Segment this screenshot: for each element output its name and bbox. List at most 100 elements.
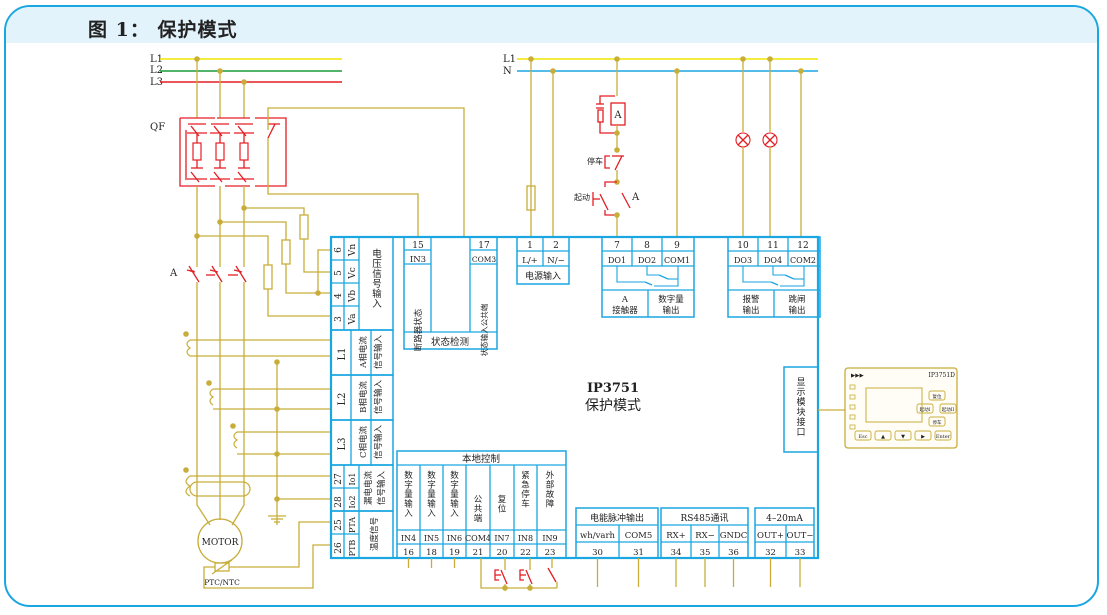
char: 字: [427, 480, 436, 491]
terminal-35: 35: [700, 548, 711, 558]
terminal-33: 33: [795, 548, 806, 558]
current-label2-L3: 信号输入: [373, 425, 384, 460]
terminal-8: 8: [644, 241, 650, 251]
terminal-DO4: DO4: [764, 256, 782, 265]
qf-switch-bottom: [190, 171, 200, 183]
fuse-c: [299, 214, 309, 240]
title-bar: 图 1： 保护模式: [6, 7, 1097, 43]
digital-output-block-2-contact-1: [742, 266, 771, 283]
panel-key-label: Esc: [858, 434, 867, 440]
terminal-COM5: COM5: [625, 531, 653, 541]
terminal-16: 16: [403, 548, 414, 558]
panel-key-label: ▲: [881, 434, 885, 440]
panel-key-label: Enter: [936, 434, 951, 440]
rc-resistor: [597, 109, 604, 123]
wire-vb: [285, 264, 331, 294]
terminal-19: 19: [449, 548, 460, 558]
terminal-34: 34: [671, 548, 682, 558]
char: 数: [427, 470, 436, 481]
qf-switch-top: [213, 125, 223, 137]
breaker-status-label: 断路器状态: [413, 308, 424, 351]
panel-screen: [865, 387, 923, 423]
wire: [770, 281, 779, 286]
analog-output-block-title: 4–20mA: [766, 514, 803, 524]
terminal-17: 17: [478, 241, 490, 251]
bus-label-L2: L2: [150, 65, 163, 76]
terminal-DO2: DO2: [638, 256, 656, 265]
motor-label: MOTOR: [202, 538, 239, 548]
char: 共: [474, 505, 483, 515]
status-block: [403, 236, 498, 350]
char: 复: [498, 494, 507, 505]
char: 量: [427, 490, 436, 500]
qf-aux-contact: [267, 123, 276, 139]
qf-switch-bottom: [237, 171, 247, 183]
char: 停: [521, 489, 530, 500]
wire-qf-aux-to-com3: [267, 186, 419, 237]
char: 车: [521, 499, 530, 510]
terminal-RX−: RX−: [695, 531, 715, 541]
digital-output-block-1-contact-line: [654, 266, 679, 287]
char: 数: [450, 470, 459, 481]
terminal-4: 4: [334, 293, 344, 299]
wire: [737, 134, 749, 146]
motor-lead-3: [231, 473, 245, 526]
digital-output-block-2-desc1a: 报警: [742, 294, 760, 305]
digital-output-block-1-contact-2: [646, 266, 659, 276]
fuse-b: [281, 239, 291, 265]
terminal-COM3: COM3: [472, 255, 497, 264]
char: 显: [796, 377, 805, 388]
current-label-L3: C相电流: [358, 426, 369, 459]
terminal-GNDC: GNDC: [720, 531, 748, 541]
ct-leakage-polarity: [183, 467, 189, 473]
current-label2-L2: 信号输入: [373, 380, 384, 415]
external-fault-contact: [547, 567, 557, 583]
digital-output-block-1-desc1a: A: [621, 295, 629, 305]
ct-L3-polarity: [230, 423, 236, 429]
wire: [525, 569, 533, 585]
panel-button: [928, 390, 946, 401]
char: 输: [427, 499, 436, 510]
char: 急: [521, 480, 530, 491]
aux-contact-A: [621, 192, 631, 209]
wire-tap-a: [197, 235, 269, 265]
terminal-Va: Va: [348, 313, 358, 326]
local-desc-IN7: 复位: [498, 494, 507, 515]
status-detect-title: 状态检测: [431, 336, 469, 348]
panel-key-label: ▼: [901, 434, 905, 440]
stop-button-contact: [614, 155, 623, 171]
wire: [644, 281, 653, 286]
panel-led: [849, 394, 856, 400]
qf-switch-bottom: [213, 171, 223, 183]
terminal-32: 32: [765, 548, 776, 558]
qf-switch-top: [237, 125, 247, 137]
terminal-COM4: COM4: [465, 534, 491, 543]
panel-key: [934, 430, 952, 441]
current-terminal-L1: L1: [337, 347, 348, 360]
terminal-N: N/−: [547, 256, 564, 266]
terminal-DO3: DO3: [734, 256, 752, 265]
terminal-IN7: IN7: [494, 534, 509, 543]
wire: [604, 181, 617, 187]
terminal-Io2: Io2: [348, 495, 357, 508]
terminal-25: 25: [334, 519, 344, 531]
wire: [599, 193, 609, 211]
char: 端: [474, 513, 483, 524]
panel-led: [849, 384, 856, 390]
junction-dot: [614, 147, 620, 153]
qf-thermal-element: [215, 142, 225, 161]
terminal-18: 18: [426, 548, 437, 558]
figure-title: 图 1： 保护模式: [88, 19, 238, 41]
status-common-label: 状态输入公共端: [479, 303, 489, 356]
terminal-11: 11: [767, 241, 778, 251]
digital-output-block-1-desc2a: 数字量: [658, 294, 684, 305]
char: 紧: [521, 471, 530, 481]
ct-L1: [186, 339, 192, 357]
terminal-22: 22: [520, 548, 531, 558]
terminal-IN5: IN5: [424, 534, 439, 543]
char: 故: [546, 489, 555, 500]
terminal-20: 20: [497, 548, 508, 558]
terminal-3: 3: [334, 316, 344, 322]
terminal-10: 10: [737, 241, 749, 251]
